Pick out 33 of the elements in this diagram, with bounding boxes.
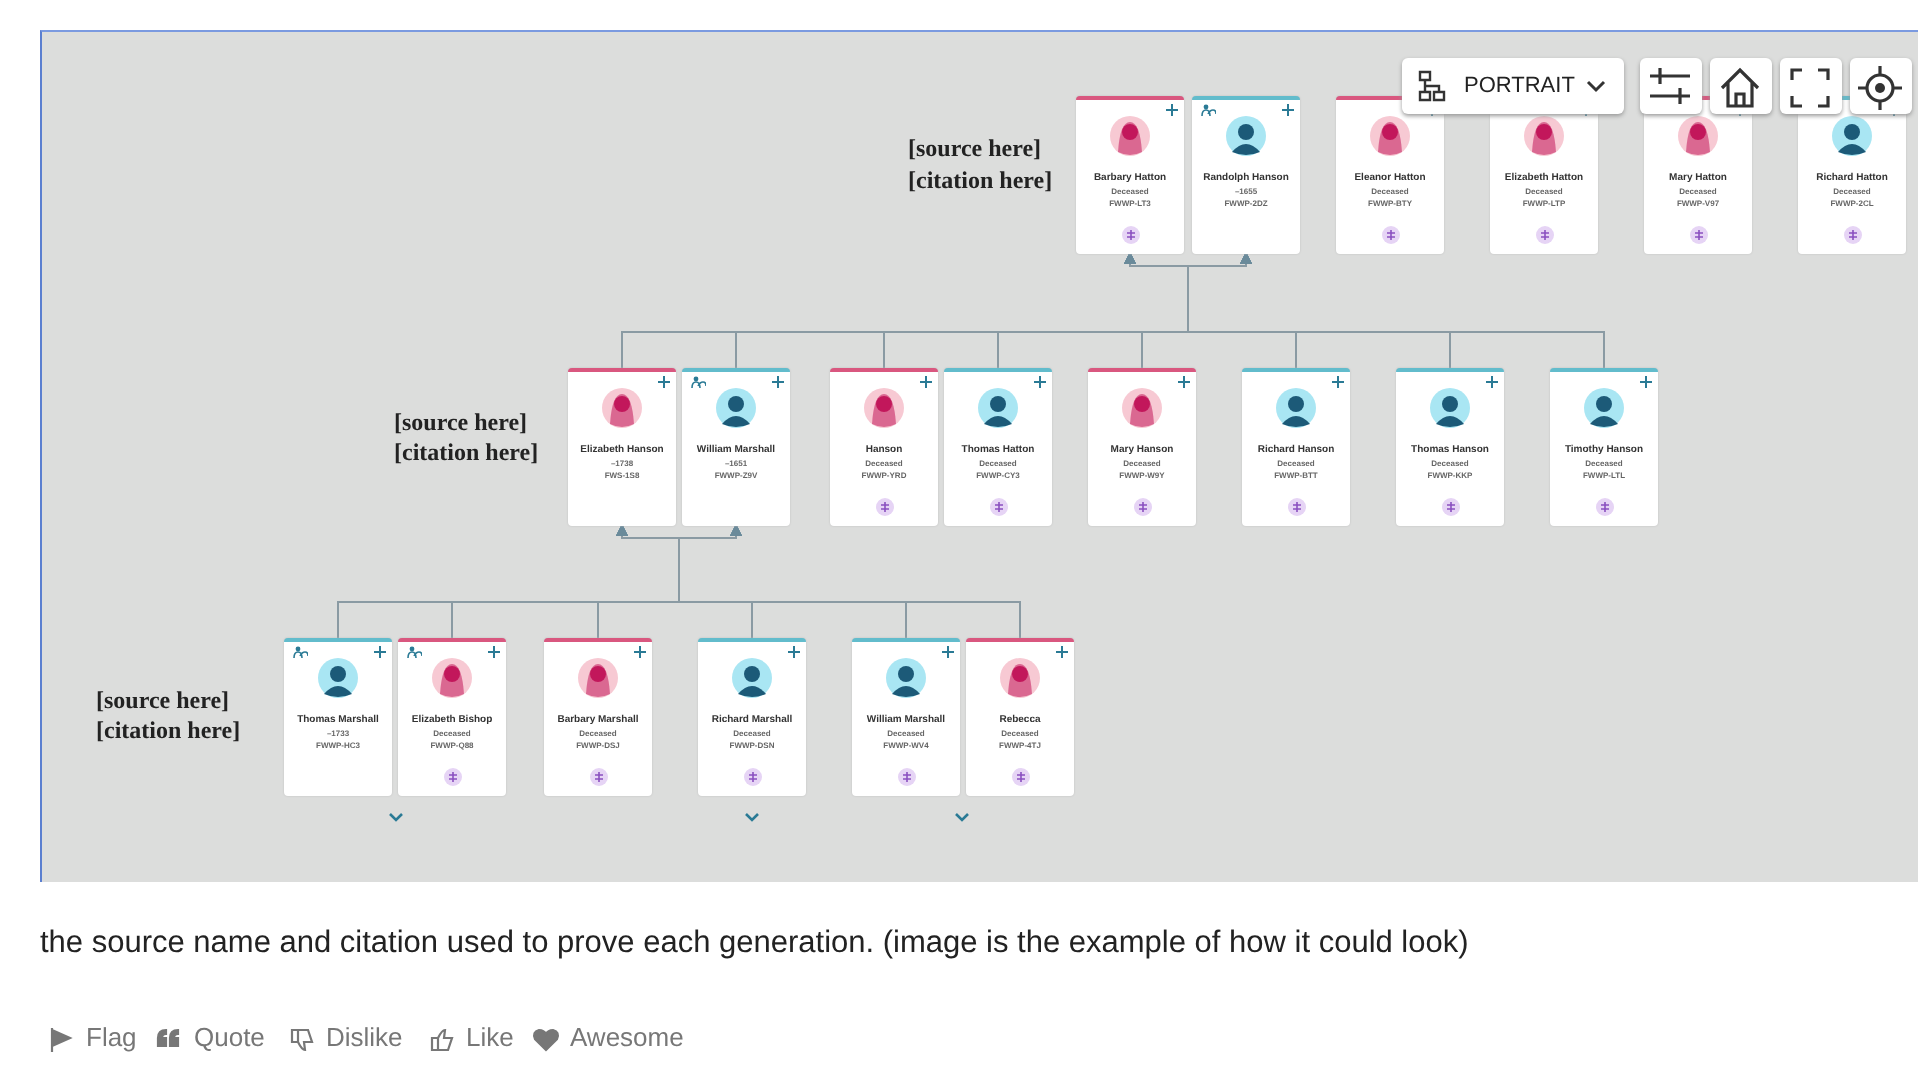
reaction-link: Like — [466, 1022, 514, 1052]
view-dropdown: PORTRAIT — [1402, 58, 1624, 114]
person-card — [544, 638, 652, 796]
person-card — [1396, 368, 1504, 526]
person-card — [1192, 96, 1300, 254]
person-card — [568, 368, 676, 526]
source-note: [source here] — [908, 134, 1042, 164]
caption: the source name and citation used to prove each generation. (image is the example of how it could look) — [40, 926, 1469, 962]
citation-note: [citation here] — [96, 716, 241, 746]
person-card — [284, 638, 392, 796]
person-card — [1798, 96, 1906, 254]
citation-note: [citation here] — [908, 166, 1053, 196]
source-note: [source here] — [96, 686, 230, 716]
person-card — [1550, 368, 1658, 526]
person-card — [1088, 368, 1196, 526]
person-card — [398, 638, 506, 796]
person-card — [1644, 96, 1752, 254]
person-card — [944, 368, 1052, 526]
family-line — [678, 524, 1021, 639]
citation-note: [citation here] — [394, 438, 539, 468]
person-card — [966, 638, 1074, 796]
person-card — [682, 368, 790, 526]
person-card — [1336, 96, 1444, 254]
reaction-link: Quote — [194, 1022, 265, 1052]
reaction-link: Flag — [86, 1022, 137, 1052]
reaction-link: Awesome — [570, 1022, 684, 1052]
person-card — [698, 638, 806, 796]
person-card — [852, 638, 960, 796]
person-card — [1242, 368, 1350, 526]
person-card — [1076, 96, 1184, 254]
reaction-link: Dislike — [326, 1022, 403, 1052]
person-card — [830, 368, 938, 526]
source-note: [source here] — [394, 408, 528, 438]
